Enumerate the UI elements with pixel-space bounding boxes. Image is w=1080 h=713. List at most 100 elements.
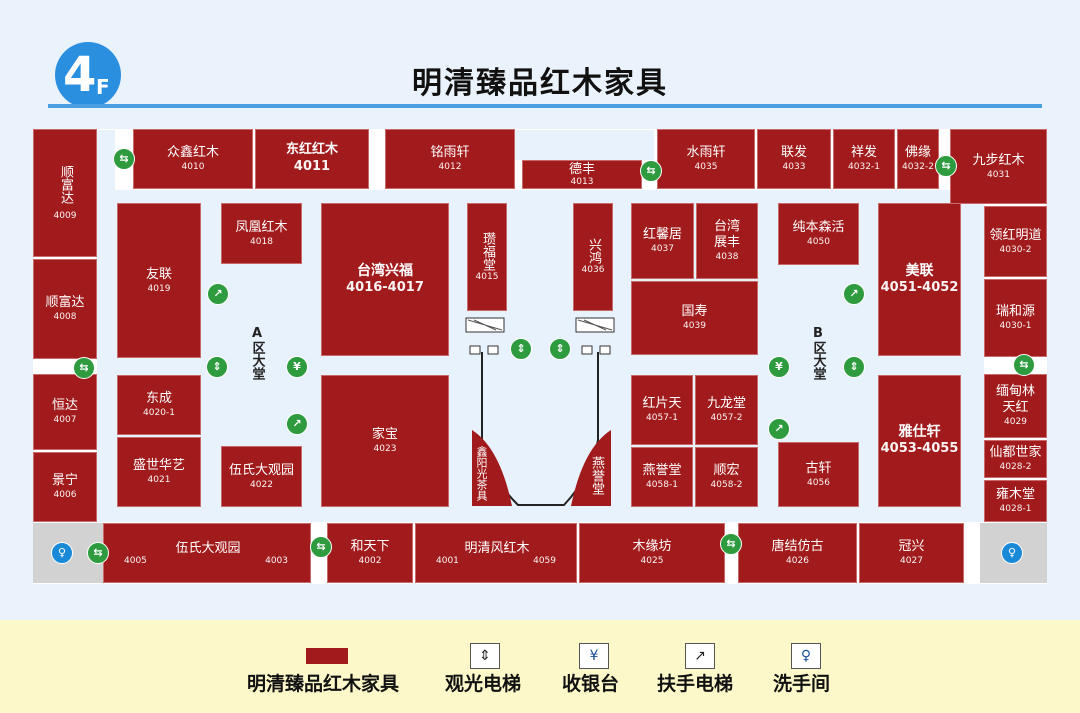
store-4030-1[interactable]: 瑞和源 4030-1 bbox=[984, 279, 1047, 357]
store-4010[interactable]: 众鑫红木 4010 bbox=[133, 129, 253, 189]
store-code: 4039 bbox=[683, 321, 706, 331]
store-4056[interactable]: 古轩 4056 bbox=[778, 442, 859, 507]
stairs-icon: ⇆ bbox=[935, 155, 957, 177]
store-4057-1[interactable]: 红片天 4057-1 bbox=[631, 375, 693, 445]
store-code: 4051-4052 bbox=[880, 279, 959, 295]
store-code-2: 4003 bbox=[265, 556, 288, 566]
store-4032-1[interactable]: 祥发 4032-1 bbox=[833, 129, 895, 189]
store-4013[interactable]: 德丰 4013 bbox=[522, 160, 642, 189]
page-title: 明清臻品红木家具 bbox=[412, 66, 668, 101]
hall-b: B 区大堂 bbox=[810, 326, 826, 384]
escalator-icon: ↗ bbox=[768, 418, 790, 440]
store-name: 九步红木 bbox=[972, 152, 1025, 168]
store-code: 4037 bbox=[651, 244, 674, 254]
escalator-icon: ↗ bbox=[286, 413, 308, 435]
store-4039[interactable]: 国寿 4039 bbox=[631, 281, 758, 355]
store-code: 4031 bbox=[987, 169, 1010, 180]
store-name: 燕誉堂 bbox=[589, 456, 604, 495]
store-code: 4001 bbox=[436, 556, 459, 566]
store-code: 4016-4017 bbox=[346, 279, 424, 295]
store-name: 德丰 bbox=[568, 161, 595, 177]
store-code: 4012 bbox=[438, 162, 462, 172]
legend-label-escalator: 扶手电梯 bbox=[657, 673, 734, 695]
store-4008[interactable]: 顺富达 4008 bbox=[33, 259, 97, 359]
elevator-icon: ⇕ bbox=[510, 338, 532, 360]
store-code: 4008 bbox=[53, 312, 77, 322]
store-name: 缅甸林天红 bbox=[995, 384, 1035, 415]
store-code: 4053-4055 bbox=[880, 441, 959, 456]
store-4018[interactable]: 凤凰红木 4018 bbox=[221, 203, 302, 264]
legend-label-restroom: 洗手间 bbox=[773, 673, 831, 695]
store-name: 友联 bbox=[145, 266, 172, 282]
store-4022[interactable]: 伍氏大观园 4022 bbox=[221, 446, 302, 507]
store-4033[interactable]: 联发 4033 bbox=[757, 129, 831, 189]
store-4037[interactable]: 红馨居 4037 bbox=[631, 203, 694, 279]
legend-label-elevator: 观光电梯 bbox=[445, 673, 522, 695]
elevator-icon: ⇕ bbox=[843, 356, 865, 378]
store-4011[interactable]: 东红红木 4011 bbox=[255, 129, 369, 189]
store-4050[interactable]: 纯本森活 4050 bbox=[778, 203, 859, 265]
store-4051-4052[interactable]: 美联 4051-4052 bbox=[878, 203, 961, 356]
store-name: 恒达 bbox=[51, 398, 78, 413]
store-code: 4028-2 bbox=[999, 462, 1032, 472]
store-code: 4005 bbox=[124, 556, 147, 566]
floor-number: 4 bbox=[63, 47, 97, 103]
store-4012[interactable]: 铭雨轩 4012 bbox=[385, 129, 515, 189]
elevator-icon: ⇕ bbox=[470, 643, 500, 669]
store-xinyang-shape bbox=[472, 430, 512, 506]
store-4030-2[interactable]: 领红明道 4030-2 bbox=[984, 206, 1047, 277]
store-code: 4032-2 bbox=[902, 162, 934, 172]
store-name: 盛世华艺 bbox=[132, 458, 185, 473]
store-code: 4033 bbox=[782, 162, 806, 172]
store-4002[interactable]: 和天下 4002 bbox=[327, 523, 413, 583]
store-code: 4056 bbox=[807, 477, 830, 488]
store-4036[interactable]: 兴鸿 4036 bbox=[573, 203, 613, 311]
store-4032-2[interactable]: 佛缘 4032-2 bbox=[897, 129, 939, 189]
store-code: 4023 bbox=[373, 444, 397, 454]
store-4026[interactable]: 唐结仿古 4026 bbox=[738, 523, 857, 583]
stairs-icon: ⇆ bbox=[640, 160, 662, 182]
store-code: 4050 bbox=[807, 237, 830, 247]
store-name: 佛缘 bbox=[904, 145, 931, 160]
legend-label-furniture: 明清臻品红木家具 bbox=[247, 673, 400, 695]
escalator-icon: ↗ bbox=[207, 283, 229, 305]
store-4038[interactable]: 台湾展丰 4038 bbox=[696, 203, 758, 279]
store-name: 众鑫红木 bbox=[166, 145, 219, 160]
store-4028-2[interactable]: 仙都世家 4028-2 bbox=[984, 440, 1047, 478]
store-name: 瑞和源 bbox=[995, 304, 1035, 319]
store-4025[interactable]: 木缘坊 4025 bbox=[579, 523, 725, 583]
store-name: 台湾展丰 bbox=[713, 219, 740, 250]
store-name: 纯本森活 bbox=[792, 220, 845, 235]
store-4005[interactable]: 伍氏大观园 4005 4003 bbox=[103, 523, 311, 583]
store-4027[interactable]: 冠兴 4027 bbox=[859, 523, 964, 583]
store-4058-1[interactable]: 燕誉堂 4058-1 bbox=[631, 447, 693, 507]
store-code: 4030-1 bbox=[999, 321, 1032, 331]
store-4006[interactable]: 景宁 4006 bbox=[33, 452, 97, 522]
store-code: 4009 bbox=[53, 210, 77, 221]
store-name: 台湾兴福 bbox=[357, 262, 413, 279]
store-4007[interactable]: 恒达 4007 bbox=[33, 374, 97, 450]
elevator-icon: ⇕ bbox=[206, 356, 228, 378]
store-code: 4006 bbox=[53, 490, 77, 500]
store-4053-4055[interactable]: 雅仕轩 4053-4055 bbox=[878, 375, 961, 507]
store-4019[interactable]: 友联 4019 bbox=[117, 203, 201, 358]
store-4028-1[interactable]: 雍木堂 4028-1 bbox=[984, 480, 1047, 522]
store-code: 4021 bbox=[147, 475, 171, 485]
store-4029[interactable]: 缅甸林天红 4029 bbox=[984, 374, 1047, 438]
store-4057-2[interactable]: 九龙堂 4057-2 bbox=[695, 375, 758, 445]
store-4020-1[interactable]: 东成 4020-1 bbox=[117, 375, 201, 435]
store-4001[interactable]: 明清风红木 4001 4059 bbox=[415, 523, 577, 583]
store-xinyang[interactable]: 鑫阳光茶具 bbox=[474, 446, 490, 505]
store-4031[interactable]: 九步红木 4031 bbox=[950, 129, 1047, 204]
store-4021[interactable]: 盛世华艺 4021 bbox=[117, 437, 201, 507]
store-4023[interactable]: 家宝 4023 bbox=[321, 375, 449, 507]
restroom-icon: ♀ bbox=[1001, 542, 1023, 564]
store-4015[interactable]: 瓒福堂 4015 bbox=[467, 203, 507, 311]
store-4035[interactable]: 水雨轩 4035 bbox=[657, 129, 755, 189]
store-4058-2[interactable]: 顺宏 4058-2 bbox=[695, 447, 758, 507]
store-yanyu[interactable]: 燕誉堂 bbox=[588, 456, 604, 499]
store-code: 4022 bbox=[250, 479, 273, 490]
store-name: 顺富达 bbox=[45, 295, 85, 310]
store-4016-4017[interactable]: 台湾兴福 4016-4017 bbox=[321, 203, 449, 356]
store-4009[interactable]: 顺富达 4009 bbox=[33, 129, 97, 257]
